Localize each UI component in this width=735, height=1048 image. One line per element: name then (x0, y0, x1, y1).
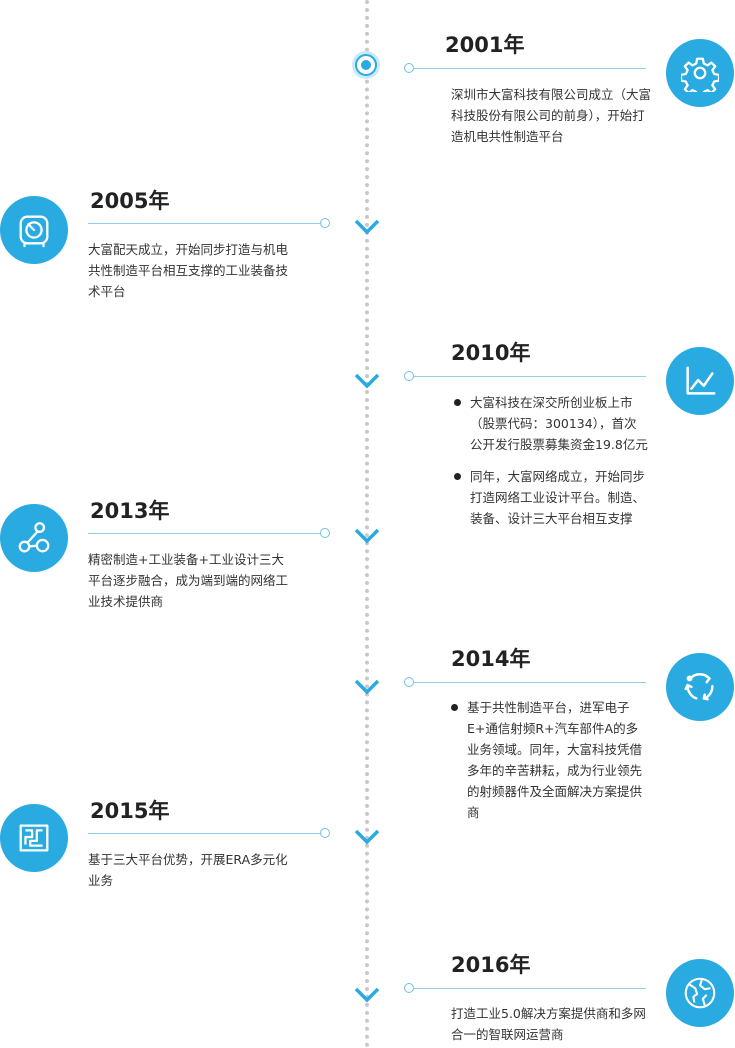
bullet-item: 大富科技在深交所创业板上市（股票代码：300134），首次公开发行股票募集资金1… (452, 392, 648, 455)
bullet-item: 基于共性制造平台，进军电子E+通信射频R+汽车部件A的多业务领域。同年，大富科技… (449, 697, 649, 823)
year-heading: 2001年 (445, 33, 525, 57)
circuit-board-icon (0, 804, 68, 872)
timeline-node (404, 63, 414, 73)
timeline-node (320, 828, 330, 838)
line-chart-icon (666, 347, 734, 415)
chevron-down-icon (354, 829, 380, 845)
chevron-down-icon (354, 528, 380, 544)
connector-line (414, 68, 646, 69)
description-text: 基于三大平台优势，开展ERA多元化业务 (88, 852, 288, 888)
year-heading: 2015年 (90, 799, 170, 823)
connector-line (414, 376, 646, 377)
network-nodes-icon (0, 504, 68, 572)
event-description: 打造工业5.0解决方案提供商和多网合一的智联网运营商 (451, 1003, 651, 1045)
event-description: 深圳市大富科技有限公司成立（大富科技股份有限公司的前身），开始打造机电共性制造平… (451, 84, 651, 147)
connector-line (414, 682, 646, 683)
description-text: 深圳市大富科技有限公司成立（大富科技股份有限公司的前身），开始打造机电共性制造平… (451, 87, 652, 144)
connector-line (88, 833, 320, 834)
year-heading: 2014年 (451, 647, 531, 671)
event-description: 大富配天成立，开始同步打造与机电共性制造平台相互支撑的工业装备技术平台 (88, 239, 296, 302)
timeline-node (404, 371, 414, 381)
year-heading: 2005年 (90, 189, 170, 213)
connector-line (88, 533, 320, 534)
bullet-item: 同年，大富网络成立，开始同步打造网络工业设计平台。制造、装备、设计三大平台相互支… (452, 466, 648, 529)
description-text: 打造工业5.0解决方案提供商和多网合一的智联网运营商 (451, 1006, 646, 1042)
timeline-node (320, 528, 330, 538)
chevron-down-icon (354, 373, 380, 389)
year-heading: 2016年 (451, 953, 531, 977)
connector-line (88, 223, 320, 224)
event-description: 基于三大平台优势，开展ERA多元化业务 (88, 849, 298, 891)
gauge-icon (0, 196, 68, 264)
timeline-start-dot (352, 51, 380, 79)
chevron-down-icon (354, 987, 380, 1003)
description-text: 精密制造+工业装备+工业设计三大平台逐步融合，成为端到端的网络工业技术提供商 (88, 552, 289, 609)
connector-line (414, 988, 646, 989)
timeline-node (404, 677, 414, 687)
description-text: 大富配天成立，开始同步打造与机电共性制造平台相互支撑的工业装备技术平台 (88, 242, 289, 299)
event-description: 基于共性制造平台，进军电子E+通信射频R+汽车部件A的多业务领域。同年，大富科技… (449, 697, 649, 823)
chevron-down-icon (354, 679, 380, 695)
timeline-node (320, 218, 330, 228)
event-description: 精密制造+工业装备+工业设计三大平台逐步融合，成为端到端的网络工业技术提供商 (88, 549, 296, 612)
gear-icon (666, 39, 734, 107)
year-heading: 2010年 (451, 341, 531, 365)
event-description: 大富科技在深交所创业板上市（股票代码：300134），首次公开发行股票募集资金1… (452, 392, 648, 529)
cycle-arrows-icon (666, 653, 734, 721)
globe-icon (666, 959, 734, 1027)
timeline-node (404, 983, 414, 993)
year-heading: 2013年 (90, 499, 170, 523)
timeline-spine (365, 0, 369, 1048)
chevron-down-icon (354, 219, 380, 235)
